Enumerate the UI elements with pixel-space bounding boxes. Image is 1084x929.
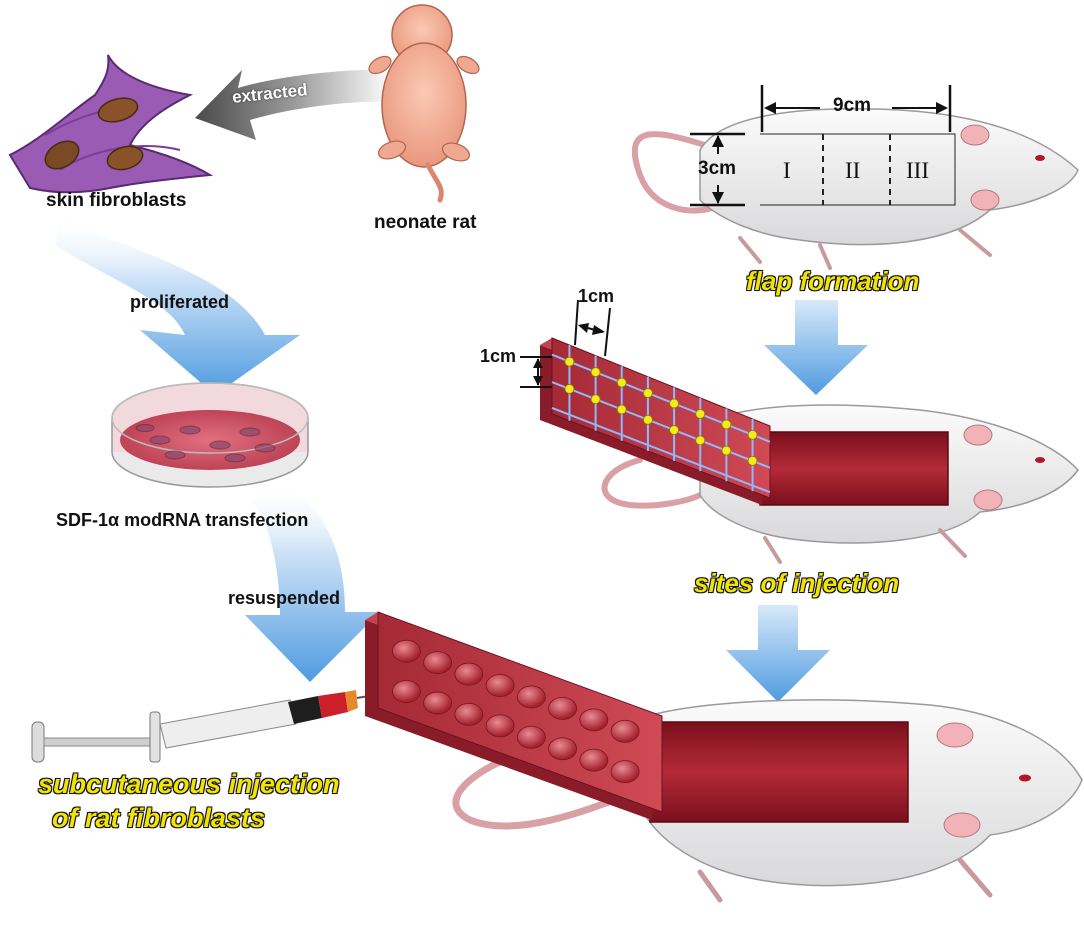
injection-bleb	[423, 691, 453, 715]
neonate-rat-illustration	[368, 4, 480, 203]
grid-line-horizontal	[551, 406, 771, 494]
injection-site-dot	[616, 404, 627, 415]
injection-site-dot	[643, 388, 653, 398]
injection-site-dot	[616, 377, 627, 388]
skin-fibroblasts-label: skin fibroblasts	[46, 190, 187, 211]
injection-site-dot	[721, 445, 732, 456]
flap-width-label: 3cm	[698, 158, 737, 179]
injection-site-dot	[564, 384, 575, 394]
injection-bleb	[610, 719, 640, 743]
flap-length-label: 9cm	[833, 95, 872, 116]
injection-site-dot	[695, 435, 706, 446]
flap-formation-caption: flap formation	[746, 266, 920, 296]
fibroblast-blebs	[391, 639, 640, 783]
injection-bleb	[391, 680, 421, 703]
injection-site-dot	[747, 456, 758, 466]
injection-site-dot	[590, 394, 601, 405]
rat-sites-of-injection	[520, 299, 1079, 564]
fibroblast-cells	[8, 54, 214, 194]
flow-arrow-right-1	[764, 300, 868, 395]
zone-3-label: III	[906, 158, 929, 183]
resuspended-label: resuspended	[228, 588, 341, 608]
injection-site-dot	[590, 367, 601, 378]
grid-line-horizontal	[551, 381, 771, 469]
injection-site-dot	[747, 429, 758, 440]
petri-dish	[111, 382, 309, 488]
injection-bleb	[485, 714, 515, 738]
injection-site-dot	[695, 409, 706, 419]
transfection-label: SDF-1α modRNA transfection	[56, 510, 309, 530]
injection-bleb	[516, 685, 546, 709]
flow-arrow-proliferated	[55, 215, 300, 395]
rat-flap-formation	[631, 85, 1079, 270]
injection-bleb	[485, 674, 515, 697]
injection-bleb	[579, 708, 609, 732]
rat-injected	[365, 611, 1083, 903]
zone-2-label: II	[845, 158, 861, 183]
extracted-arrow	[195, 69, 392, 140]
grid-spacing-x-label: 1cm	[578, 286, 615, 306]
injection-site-dot	[721, 419, 732, 430]
injection-bleb	[423, 651, 453, 675]
grid-line-horizontal	[551, 353, 771, 443]
injection-bleb	[454, 662, 484, 686]
flow-arrow-resuspended	[245, 480, 380, 682]
injection-grid	[551, 345, 771, 494]
sites-of-injection-caption: sites of injection	[694, 568, 900, 598]
grid-spacing-y-label: 1cm	[480, 346, 517, 366]
syringe	[31, 690, 393, 763]
neonate-rat-label: neonate rat	[374, 212, 477, 233]
injection-bleb	[548, 697, 577, 720]
injection-bleb	[391, 639, 421, 663]
injection-bleb	[579, 748, 609, 772]
injection-site-dot	[669, 425, 679, 435]
injection-bleb	[516, 725, 546, 749]
zone-1-label: I	[783, 158, 791, 183]
injection-bleb	[454, 703, 484, 726]
injection-bleb	[610, 760, 640, 783]
flow-arrow-right-2	[726, 605, 830, 702]
proliferated-label: proliferated	[130, 292, 230, 312]
injection-site-dot	[669, 398, 679, 409]
injection-site-dot	[564, 356, 575, 367]
injection-caption-line2: of rat fibroblasts	[52, 803, 266, 833]
injection-caption-line1: subcutaneous injection	[38, 769, 340, 799]
injection-site-dot	[643, 414, 653, 425]
injection-bleb	[548, 737, 577, 761]
